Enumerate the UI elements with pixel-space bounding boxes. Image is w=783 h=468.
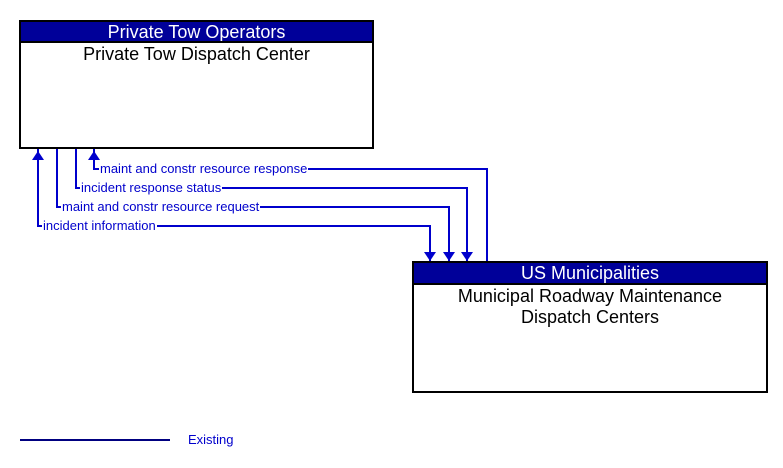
entity-us-municipalities[interactable]: US Municipalities Municipal Roadway Main…: [412, 261, 768, 393]
flow-line-vertical-bottom-maint-constr-resource-request: [448, 206, 450, 261]
legend-label-existing: Existing: [188, 432, 234, 447]
flow-line-vertical-bottom-incident-information: [429, 225, 431, 261]
arrowhead-up-maint-constr-resource-response: [88, 151, 100, 160]
flow-line-vertical-bottom-maint-constr-resource-response: [486, 168, 488, 261]
entity-header-private-tow-operators[interactable]: Private Tow Operators: [21, 22, 372, 43]
flow-label-incident-response-status[interactable]: incident response status: [80, 180, 223, 196]
flow-label-maint-constr-resource-response[interactable]: maint and constr resource response: [99, 161, 309, 177]
flow-line-vertical-top-maint-constr-resource-request: [56, 149, 58, 208]
entity-header-us-municipalities[interactable]: US Municipalities: [414, 263, 766, 285]
arrowhead-down-incident-response-status: [461, 252, 473, 261]
entity-private-tow-operators[interactable]: Private Tow Operators Private Tow Dispat…: [19, 20, 374, 149]
arrowhead-up-incident-information: [32, 151, 44, 160]
entity-body-private-tow-dispatch-center[interactable]: Private Tow Dispatch Center: [83, 44, 310, 64]
flow-line-vertical-bottom-incident-response-status: [466, 187, 468, 261]
arrowhead-down-maint-constr-resource-request: [443, 252, 455, 261]
entity-body-municipal-roadway-maintenance-dispatch-centers[interactable]: Municipal Roadway Maintenance Dispatch C…: [457, 286, 723, 327]
flow-line-vertical-top-incident-information: [37, 149, 39, 227]
flow-label-incident-information[interactable]: incident information: [42, 218, 157, 234]
legend-line-existing: [20, 439, 170, 441]
flow-line-horizontal-incident-response-status: [75, 187, 468, 189]
flow-label-maint-constr-resource-request[interactable]: maint and constr resource request: [61, 199, 261, 215]
arrowhead-down-incident-information: [424, 252, 436, 261]
flow-line-vertical-top-incident-response-status: [75, 149, 77, 189]
flow-line-horizontal-incident-information: [37, 225, 431, 227]
